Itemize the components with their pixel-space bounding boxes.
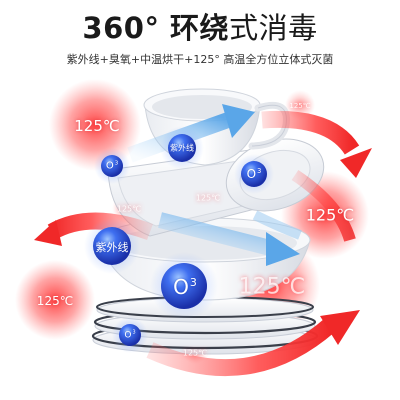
curved-arrow-icon	[158, 212, 300, 266]
curved-arrow-icon	[34, 212, 153, 246]
temp-label-right: 125℃	[305, 205, 355, 225]
page-title: 360° 环绕式消毒	[0, 10, 400, 46]
ozone-label-bottom: O3	[124, 329, 136, 341]
curved-arrow-icon	[146, 310, 360, 377]
temp-label-bottom-left: 125℃	[36, 294, 74, 308]
title-bold: 360° 环绕	[82, 11, 230, 45]
temp-label-bottom-center: 125℃	[238, 274, 306, 300]
temp-label-top-left: 125℃	[74, 117, 120, 135]
ozone-label-left: O3	[105, 160, 119, 172]
uv-label-large: 紫外线	[95, 241, 129, 254]
ozone-balls	[84, 126, 274, 353]
ozone-ball-right	[241, 161, 267, 187]
curved-arrow-icon	[261, 110, 372, 178]
temp-label-small-left: 125℃	[116, 204, 142, 214]
heat-glow-top-left	[49, 79, 141, 171]
ozone-ball-left	[101, 155, 123, 177]
uv-ball-small	[168, 134, 196, 162]
curved-arrow-icon	[291, 170, 356, 242]
temp-label-small-bottom: 125℃	[182, 348, 208, 358]
uv-ball-large	[93, 227, 131, 265]
ozone-ball-large	[161, 263, 207, 309]
temp-label-small-top-right: 125℃	[289, 102, 311, 110]
heat-arrows	[34, 110, 372, 377]
temp-label-small-center: 125℃	[195, 193, 221, 203]
heat-glow-bottom-left	[15, 260, 95, 340]
page-subtitle: 紫外线+臭氧+中温烘干+125° 高温全方位立体式灭菌	[66, 53, 334, 66]
curved-arrow-icon	[252, 210, 302, 240]
uv-label-small: 紫外线	[170, 143, 194, 153]
ozone-ball-bottom	[119, 324, 141, 346]
title-light: 式消毒	[229, 11, 318, 45]
ozone-label-right: O3	[246, 167, 262, 181]
ozone-label-large: O3	[173, 275, 197, 299]
